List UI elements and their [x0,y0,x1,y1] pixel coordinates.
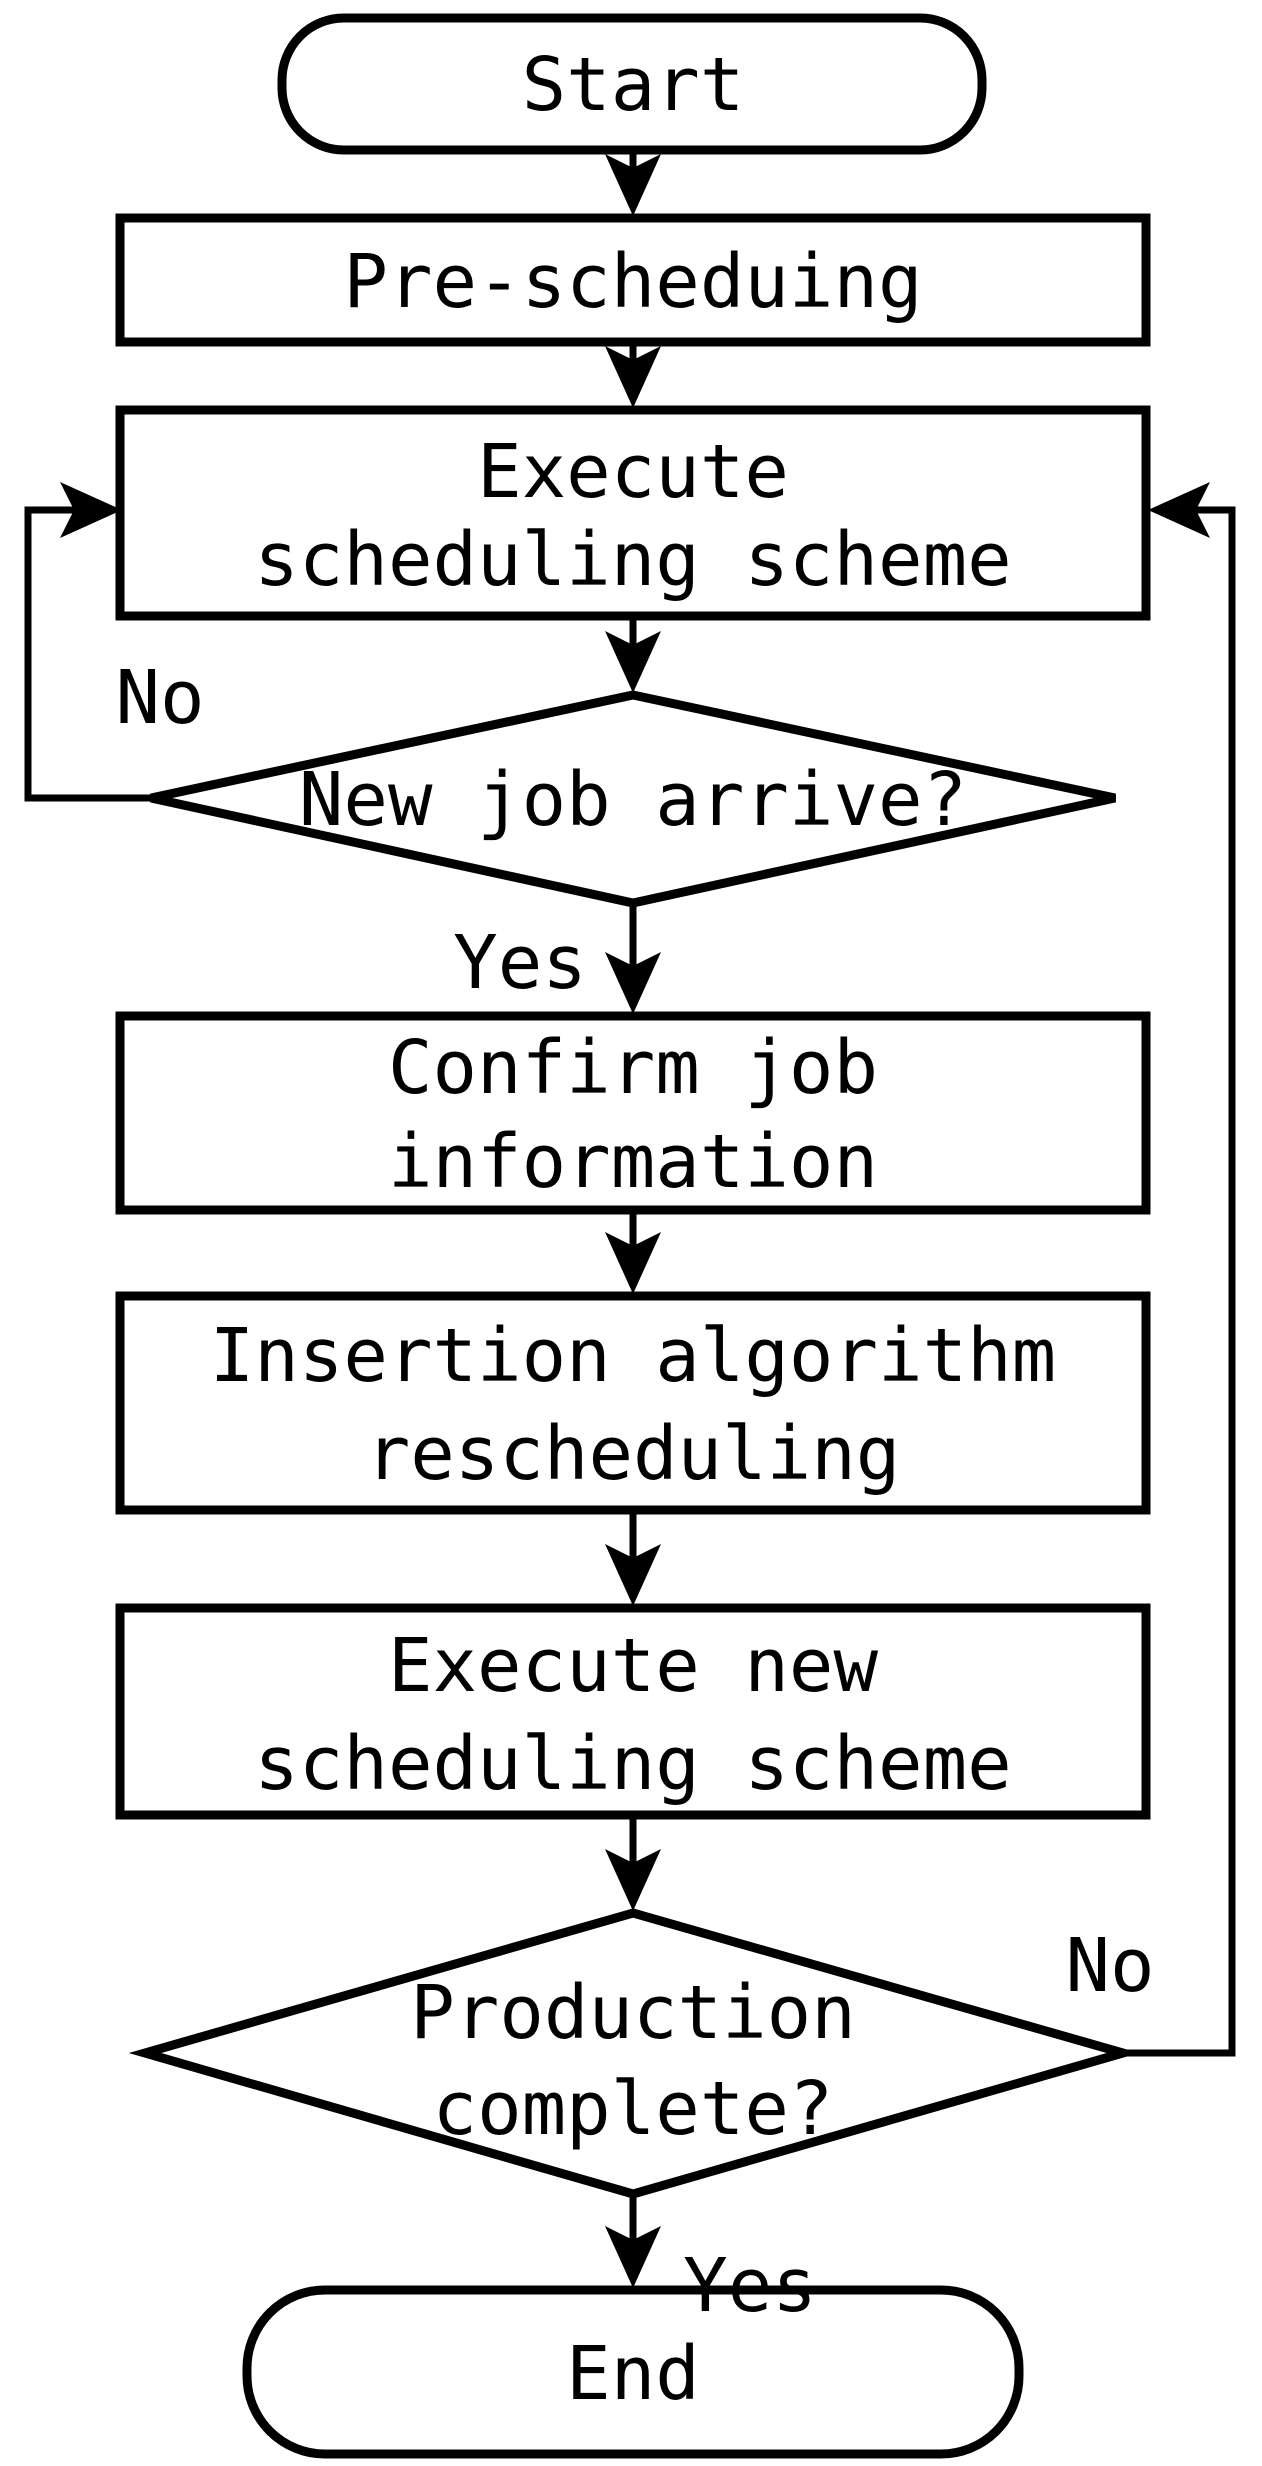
edge-label-yes-new-job: Yes [453,920,587,1006]
node-start-label: Start [522,42,745,128]
node-confirm-job-line1: Confirm job [388,1025,878,1111]
flow-line [24,506,155,802]
arrowhead-down-icon [605,346,661,408]
process-shape [115,405,1151,621]
node-execute-scheme-line1: Execute [477,429,789,515]
node-execute-new-scheme: Execute new scheduling scheme [115,1603,1151,1820]
arrowhead-down-icon [605,154,661,216]
decision-shape [128,1908,1140,2199]
node-insertion-line2: rescheduling [366,1411,901,1497]
arrowhead-down-icon [605,952,661,1014]
node-insertion-rescheduling: Insertion algorithm rescheduling [115,1291,1151,1515]
node-production-complete: Production complete? [128,1908,1140,2199]
edge-insertion-to-execute-new [605,1508,661,1606]
process-shape [115,1291,1151,1515]
arrowhead-down-icon [605,1849,661,1911]
node-pre-scheduling: Pre-scheduing [115,213,1151,347]
edge-execute-to-new-job-diamond [605,614,661,693]
edge-new-job-yes-to-confirm [605,901,661,1014]
node-production-complete-line2: complete? [433,2066,834,2152]
node-confirm-job: Confirm job information [115,1011,1151,1215]
edge-start-to-pre-scheduling [605,148,661,216]
node-end-label: End [566,2331,700,2417]
node-start: Start [277,13,987,155]
process-shape [115,1603,1151,1820]
process-shape [115,213,1151,347]
node-execute-scheme: Execute scheduling scheme [115,405,1151,621]
arrowhead-down-icon [605,631,661,693]
node-end: End [242,2285,1024,2459]
node-execute-new-line1: Execute new [388,1623,879,1709]
decision-shape [150,690,1116,908]
node-execute-scheme-line2: scheduling scheme [254,517,1011,603]
edge-production-yes-to-end [605,2192,661,2288]
arrowhead-down-icon [605,1232,661,1294]
arrowhead-down-icon [605,1544,661,1606]
edge-label-no-left: No [115,655,204,741]
process-shape [115,1011,1151,1215]
edge-label-no-right: No [1065,1923,1154,2009]
node-pre-scheduling-label: Pre-scheduing [343,239,922,325]
node-insertion-line1: Insertion algorithm [210,1313,1056,1399]
node-new-job-arrive-label: New job arrive? [299,757,967,843]
node-confirm-job-line2: information [388,1119,878,1205]
node-production-complete-line1: Production [410,1970,856,2056]
terminator-shape [277,13,987,155]
arrowhead-down-icon [605,2226,661,2288]
edge-label-yes-production: Yes [683,2243,817,2329]
edge-execute-new-to-production-diamond [605,1813,661,1911]
edge-pre-scheduling-to-execute [605,340,661,408]
arrowhead-right-icon [60,482,122,538]
node-new-job-arrive: New job arrive? [150,690,1116,908]
flow-line [1119,506,1236,2057]
arrowhead-left-icon [1148,482,1210,538]
edge-new-job-no-loop [24,482,155,802]
edge-production-no-loop [1119,482,1236,2057]
terminator-shape [242,2285,1024,2459]
node-execute-new-line2: scheduling scheme [254,1721,1011,1807]
edge-confirm-to-insertion [605,1208,661,1294]
